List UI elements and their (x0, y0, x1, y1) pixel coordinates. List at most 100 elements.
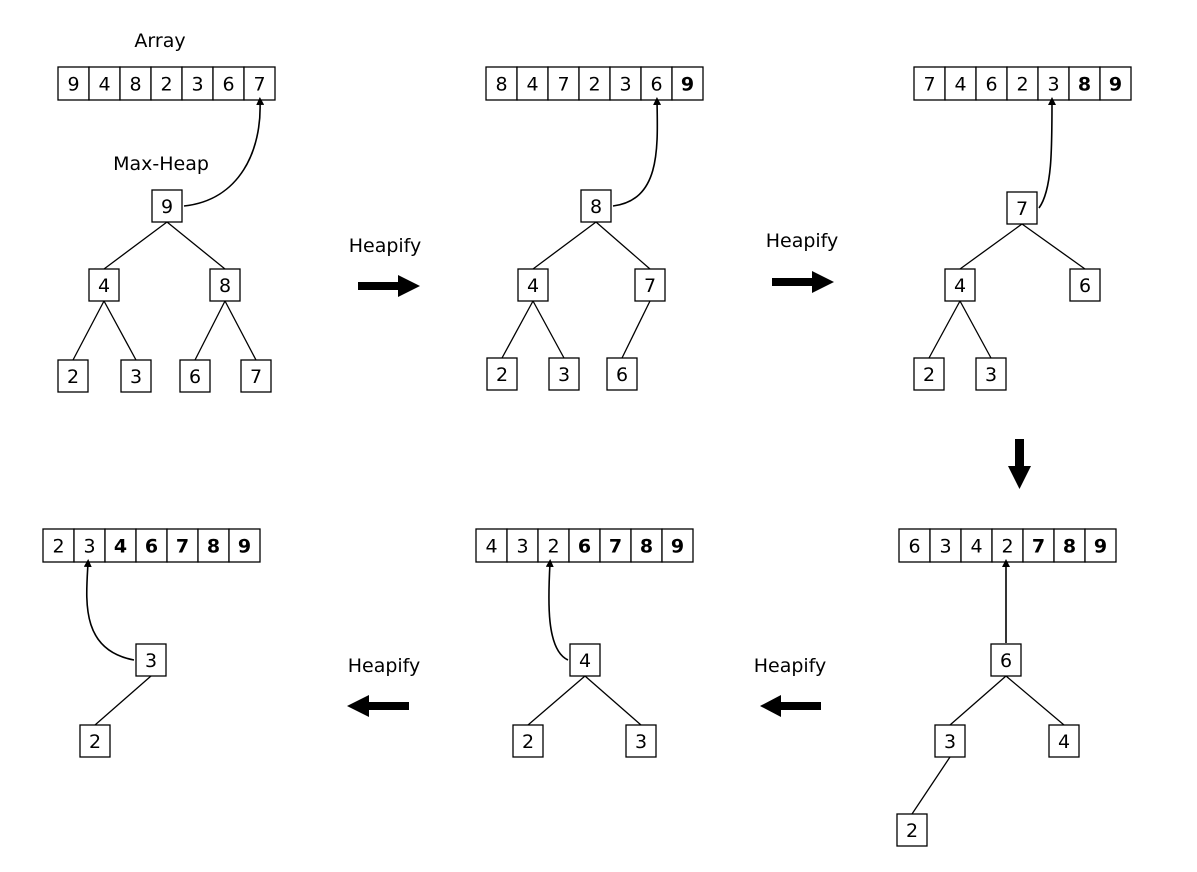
heapify-arrow-2: Heapify (766, 230, 838, 293)
heap-node (240, 359, 272, 393)
heap-node-value: 4 (527, 275, 539, 297)
array-cell-sorted-value: 8 (640, 536, 653, 558)
array-cell-value: 3 (619, 74, 631, 96)
swap-pointer (1038, 97, 1056, 209)
heapify-label-4: Heapify (348, 655, 421, 677)
tree-edge (501, 300, 534, 359)
array-cell-value: 4 (485, 536, 497, 558)
tree-edge (72, 300, 105, 361)
tree-edge (595, 221, 651, 270)
array-cell-sorted-value: 9 (238, 536, 251, 558)
heap-node-value: 2 (496, 364, 508, 386)
tree-edges (527, 675, 642, 726)
heap-node-value: 2 (67, 366, 79, 388)
heap-node (990, 643, 1022, 677)
array-cell (944, 66, 977, 101)
array-cell (929, 528, 962, 563)
array-cell (475, 528, 508, 563)
swap-pointer (612, 97, 662, 207)
array-cell-sorted-value: 8 (1063, 536, 1076, 558)
array-cell-value: 3 (83, 536, 95, 558)
heap-node-value: 3 (635, 731, 647, 753)
tree-edge (532, 221, 597, 270)
array-cell-value: 4 (970, 536, 982, 558)
heapify-label-1: Heapify (349, 235, 422, 257)
heap-node (512, 724, 544, 758)
array-cell-value: 6 (908, 536, 920, 558)
array-cell-sorted-value: 6 (578, 536, 591, 558)
array-cell (1037, 66, 1070, 101)
tree-edge (94, 675, 152, 726)
heap-node-value: 9 (161, 196, 173, 218)
tree-edge (194, 300, 226, 361)
array-cell (975, 66, 1008, 101)
heap-node (151, 189, 183, 223)
array-cell-sorted-value: 9 (1094, 536, 1107, 558)
heap-node-value: 2 (89, 731, 101, 753)
down-arrow-icon (1008, 439, 1031, 489)
array-cell (57, 66, 90, 101)
heap-node (580, 189, 612, 223)
array-cell-value: 4 (954, 74, 966, 96)
tree-nodes: 32 (79, 643, 167, 758)
heap-node (606, 357, 638, 391)
heap-node (209, 268, 241, 302)
heapify-arrow-1: Heapify (349, 235, 422, 297)
swap-pointer (183, 97, 265, 207)
heap-node (57, 359, 89, 393)
tree-edge (166, 221, 226, 270)
heap-node (913, 357, 945, 391)
heap-node-value: 3 (985, 364, 997, 386)
array-cell-value: 2 (52, 536, 64, 558)
array-cell-value: 7 (253, 74, 265, 96)
heap-node-value: 2 (522, 731, 534, 753)
array-cell (42, 528, 75, 563)
array-cell (630, 528, 663, 563)
array-cell-value: 2 (1001, 536, 1013, 558)
tree-edge (621, 300, 651, 359)
array-cell (88, 66, 121, 101)
array-cell (1084, 528, 1117, 563)
array-cell-value: 8 (495, 74, 507, 96)
heap-node-value: 6 (189, 366, 201, 388)
array-cell-value: 4 (526, 74, 538, 96)
array-cell (119, 66, 152, 101)
tree-edge (224, 300, 257, 361)
heap-node (517, 268, 549, 302)
tree-edge (928, 300, 961, 359)
array-label: Array (134, 30, 185, 52)
tree-edges (72, 221, 257, 361)
tree-edge (1021, 223, 1086, 270)
array-cell-value: 3 (516, 536, 528, 558)
swap-pointer (545, 559, 569, 661)
tree-edge (1005, 675, 1065, 726)
left-arrow-icon (760, 695, 821, 717)
array-cell-sorted-value: 9 (671, 536, 684, 558)
array-cell-value: 4 (98, 74, 110, 96)
heap-node-value: 7 (250, 366, 262, 388)
array-cell-value: 8 (129, 74, 141, 96)
heapify-arrow-3: Heapify (754, 655, 826, 717)
heap-node (569, 643, 601, 677)
tree-edge (911, 756, 951, 815)
heap-node (896, 813, 928, 847)
tree-edges (94, 675, 152, 726)
heap-node-value: 2 (906, 820, 918, 842)
array-cell-sorted-value: 9 (681, 74, 694, 96)
tree-edges (501, 221, 651, 359)
array-cell (1053, 528, 1086, 563)
array-cell-value: 6 (985, 74, 997, 96)
heap-node (120, 359, 152, 393)
array-cell-sorted-value: 7 (1032, 536, 1045, 558)
